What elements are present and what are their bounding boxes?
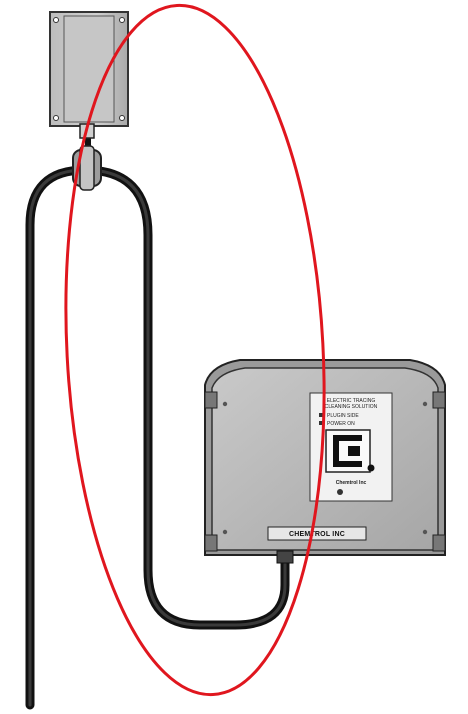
nameplate: CHEMTROL INC (267, 526, 367, 541)
indicator-light-icon (337, 489, 343, 495)
junction-box-icon (49, 11, 129, 127)
label-line-4: POWER ON (327, 421, 355, 427)
logo-icon (325, 429, 375, 473)
nameplate-text: CHEMTROL INC (289, 531, 345, 538)
logo-text: Chemtrol Inc (336, 480, 367, 486)
label-line-3: PLUGIN SIDE (327, 413, 359, 419)
label-line-2: CLEANING SOLUTION (325, 404, 378, 410)
label-line-1: ELECTRIC TRACING (327, 398, 376, 404)
cable-clamp-icon (72, 123, 102, 191)
highlight-ellipse (64, 3, 326, 697)
